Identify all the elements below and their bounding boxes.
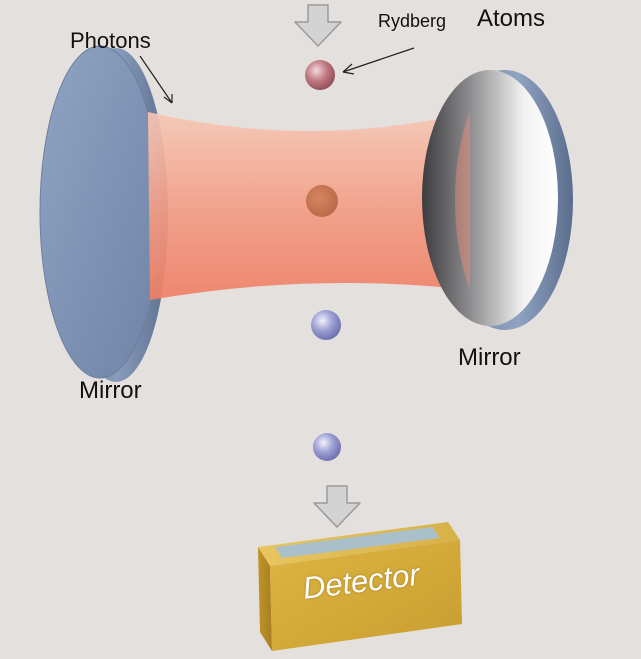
right-mirror-face bbox=[422, 70, 558, 326]
right-mirror bbox=[422, 70, 573, 330]
rydberg-atom-excited bbox=[305, 60, 335, 90]
rydberg-label: Rydberg bbox=[378, 11, 447, 31]
ground-atom-2 bbox=[313, 433, 341, 461]
ground-atom-1 bbox=[311, 310, 341, 340]
atoms-label: Atoms bbox=[477, 5, 546, 32]
atom-in-cavity bbox=[306, 185, 338, 217]
pointer-arrow-icon bbox=[342, 47, 415, 75]
photons-label: Photons bbox=[70, 28, 151, 53]
photons-pointer-arrow bbox=[139, 55, 173, 104]
detector-box bbox=[258, 522, 462, 651]
left-mirror-label: Mirror bbox=[79, 377, 142, 404]
down-arrow-icon bbox=[294, 4, 342, 47]
right-mirror-label: Mirror bbox=[458, 344, 521, 371]
left-mirror bbox=[39, 45, 168, 382]
left-mirror-face bbox=[39, 45, 161, 379]
down-arrow-icon-lower bbox=[313, 485, 361, 528]
